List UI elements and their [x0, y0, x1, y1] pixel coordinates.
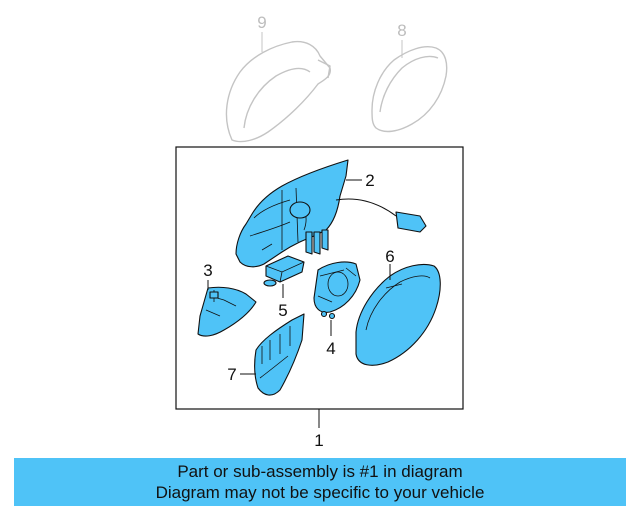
info-banner: Part or sub-assembly is #1 in diagram Di… — [14, 458, 626, 506]
callout-2: 2 — [365, 171, 374, 190]
callout-6: 6 — [385, 247, 394, 266]
callout-9: 9 — [257, 13, 266, 32]
part-2-mirror-base — [235, 159, 427, 268]
banner-line-2: Diagram may not be specific to your vehi… — [155, 483, 485, 502]
part-9-mirror-cap-ghost — [225, 40, 332, 143]
callout-1: 1 — [314, 431, 323, 450]
callout-8: 8 — [397, 21, 406, 40]
callout-7: 7 — [227, 365, 236, 384]
banner-line-1: Part or sub-assembly is #1 in diagram — [177, 462, 463, 481]
part-5-module — [263, 255, 305, 287]
part-7-lower-housing — [254, 313, 305, 396]
callout-3: 3 — [203, 261, 212, 280]
part-8-mirror-glass-ghost — [371, 46, 448, 133]
part-3-lower-cover — [197, 286, 257, 337]
part-4-actuator — [313, 261, 361, 320]
callout-5: 5 — [278, 301, 287, 320]
callout-4: 4 — [326, 339, 335, 358]
part-6-mirror-glass — [355, 263, 441, 366]
